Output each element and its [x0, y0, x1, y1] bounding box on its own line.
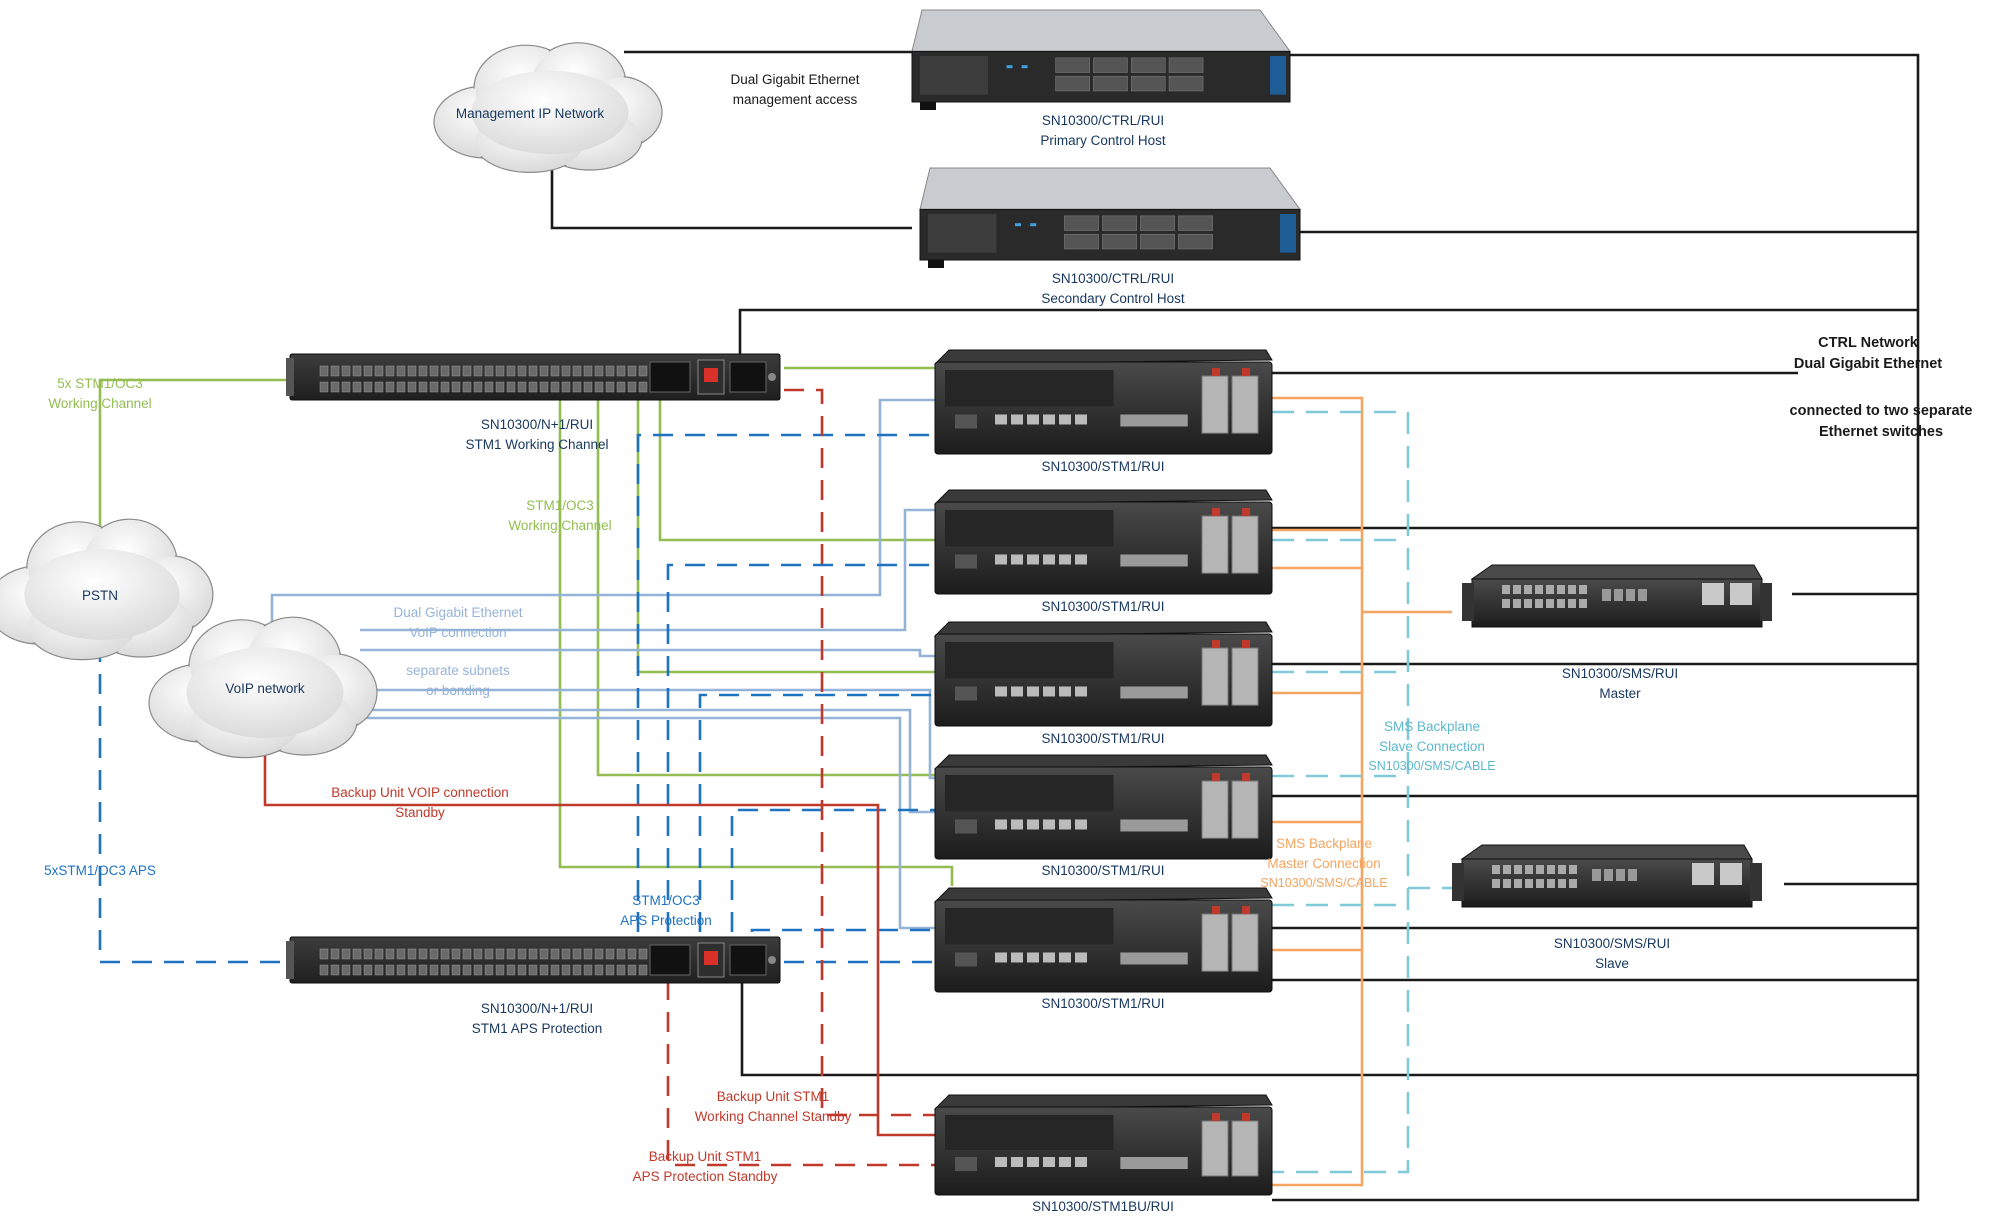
- ctrl-primary-role: Primary Control Host: [1040, 133, 1166, 148]
- voip-conn-label-1: Dual Gigabit Ethernet: [393, 605, 522, 620]
- cloud-label-mgmt: Management IP Network: [456, 106, 605, 121]
- mgmt-access-label-1: Dual Gigabit Ethernet: [730, 72, 859, 87]
- rack-np1-working: [286, 353, 781, 401]
- sms-slave-conn-label-3: SN10300/SMS/CABLE: [1368, 759, 1495, 773]
- rack-np1-aps: [286, 936, 781, 984]
- sms-master-lines: [1272, 396, 1452, 1187]
- backup-aps-label-1: Backup Unit STM1: [649, 1149, 762, 1164]
- sms-master-conn-label-1: SMS Backplane: [1276, 836, 1372, 851]
- stm1-unit-label-4: SN10300/STM1/RUI: [1041, 863, 1164, 878]
- backup-voip-label-1: Backup Unit VOIP connection: [331, 785, 509, 800]
- np1-aps-role: STM1 APS Protection: [472, 1021, 603, 1036]
- box-stm1-unit-4: [933, 754, 1273, 860]
- mgmt-access-label-2: management access: [733, 92, 858, 107]
- ctrl-primary-name: SN10300/CTRL/RUI: [1042, 113, 1164, 128]
- ctrl-switches-label-1: connected to two separate: [1790, 403, 1973, 419]
- ctrl-secondary-name: SN10300/CTRL/RUI: [1052, 271, 1174, 286]
- ctrl-switches-label-2: Ethernet switches: [1819, 424, 1943, 440]
- box-stm1-unit-1: [933, 349, 1273, 455]
- stm1-unit-label-5: SN10300/STM1/RUI: [1041, 996, 1164, 1011]
- server-ctrl-primary: [911, 9, 1291, 110]
- sms-master-conn-label-2: Master Connection: [1267, 856, 1380, 871]
- server-ctrl-secondary: [919, 167, 1301, 268]
- box-sms-master: [1462, 564, 1772, 628]
- box-stm1-unit-5: [933, 887, 1273, 993]
- box-stm1-unit-3: [933, 621, 1273, 727]
- sms-master-role: Master: [1599, 686, 1641, 701]
- stm1-unit-label-3: SN10300/STM1/RUI: [1041, 731, 1164, 746]
- sms-slave-lines: [1272, 410, 1460, 1174]
- aps-protection-label-1: STM1/OC3: [632, 893, 700, 908]
- stm1-working-label-1: STM1/OC3: [526, 498, 594, 513]
- voip-lines: [270, 398, 935, 930]
- np1-aps-name: SN10300/N+1/RUI: [481, 1001, 593, 1016]
- backup-voip-label-2: Standby: [395, 805, 445, 820]
- backup-voip-line: [263, 755, 935, 1137]
- ctrl-secondary-role: Secondary Control Host: [1041, 291, 1185, 306]
- stm1-working-label-2: Working Channel: [508, 518, 611, 533]
- ctrl-network-label-1: CTRL Network: [1818, 335, 1919, 351]
- aps-protection-label-2: APS Protection: [620, 913, 712, 928]
- sms-master-name: SN10300/SMS/RUI: [1562, 666, 1678, 681]
- cloud-management-ip-network: [433, 42, 663, 174]
- backup-lines: [666, 388, 935, 1167]
- np1-working-role: STM1 Working Channel: [465, 437, 608, 452]
- np1-working-name: SN10300/N+1/RUI: [481, 417, 593, 432]
- stm1-unit-label-1: SN10300/STM1/RUI: [1041, 459, 1164, 474]
- box-sms-slave: [1452, 844, 1762, 908]
- voip-subnets-label-1: separate subnets: [406, 663, 510, 678]
- ctrl-network-label-2: Dual Gigabit Ethernet: [1794, 356, 1942, 372]
- sms-slave-name: SN10300/SMS/RUI: [1554, 936, 1670, 951]
- cloud-voip-network: [148, 616, 378, 759]
- sms-slave-conn-label-1: SMS Backplane: [1384, 719, 1480, 734]
- box-stm1-unit-2: [933, 489, 1273, 595]
- voip-conn-label-2: VoIP connection: [409, 625, 506, 640]
- cloud-label-voip: VoIP network: [225, 681, 305, 696]
- stm1-working-5x-label-2: Working Channel: [48, 396, 151, 411]
- stm1-unit-label-2: SN10300/STM1/RUI: [1041, 599, 1164, 614]
- ctrl-network-lines: [550, 50, 1920, 1202]
- backup-working-label-2: Working Channel Standby: [695, 1109, 852, 1124]
- sms-master-conn-label-3: SN10300/SMS/CABLE: [1260, 876, 1387, 890]
- stm1-working-5x-label-1: 5x STM1/OC3: [57, 376, 143, 391]
- voip-subnets-label-2: or bonding: [426, 683, 490, 698]
- cloud-label-pstn: PSTN: [82, 588, 118, 603]
- aps-lines: [98, 433, 935, 964]
- backup-working-label-1: Backup Unit STM1: [717, 1089, 830, 1104]
- box-stm1bu-unit: [933, 1094, 1273, 1196]
- sms-slave-conn-label-2: Slave Connection: [1379, 739, 1485, 754]
- stm1bu-unit-label: SN10300/STM1BU/RUI: [1032, 1199, 1174, 1214]
- sms-slave-role: Slave: [1595, 956, 1629, 971]
- backup-aps-label-2: APS Protection Standby: [633, 1169, 778, 1184]
- cloud-pstn: [0, 518, 214, 661]
- aps-5x-label: 5xSTM1/OC3 APS: [44, 863, 156, 878]
